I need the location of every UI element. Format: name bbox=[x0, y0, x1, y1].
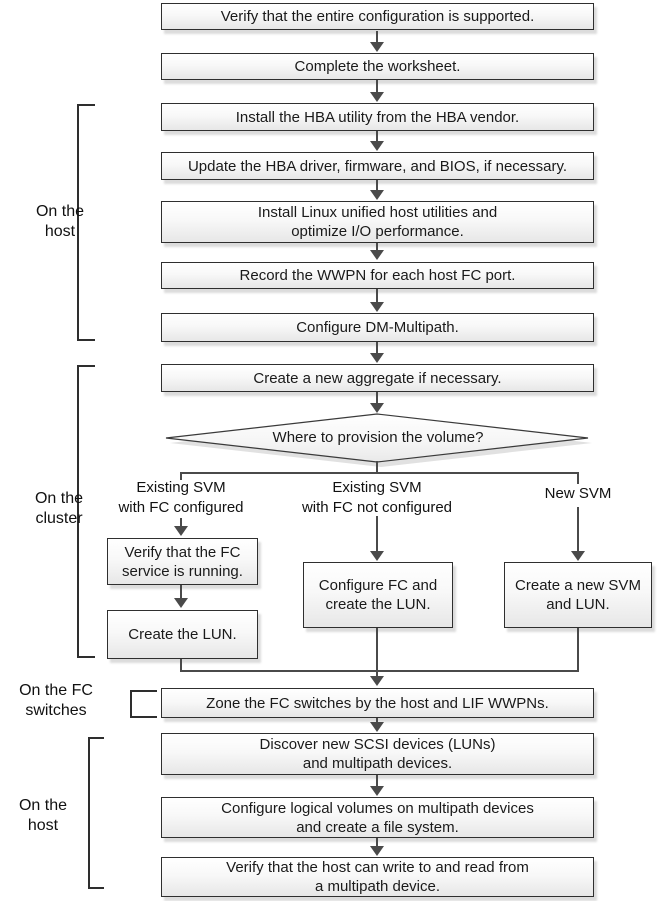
step-install-host-utilities: Install Linux unified host utilities and… bbox=[161, 201, 594, 243]
arrow-shaft bbox=[376, 80, 378, 94]
section-label-host-bottom: On the host bbox=[18, 797, 68, 834]
section-label-fc-switches: On the FC switches bbox=[19, 682, 93, 719]
arrow-shaft bbox=[376, 243, 378, 252]
section-label-host-top: On the host bbox=[35, 203, 85, 240]
arrow-head bbox=[370, 302, 384, 312]
arrow-head bbox=[370, 722, 384, 732]
arrow-shaft bbox=[376, 31, 378, 44]
connector-branch-line bbox=[180, 472, 579, 474]
arrow-head bbox=[370, 846, 384, 856]
step-configure-dm-multipath: Configure DM-Multipath. bbox=[161, 313, 594, 342]
arrow-head bbox=[370, 190, 384, 200]
arrow-shaft bbox=[376, 180, 378, 192]
step-configure-volumes: Configure logical volumes on multipath d… bbox=[161, 797, 594, 838]
section-label-cluster: On the cluster bbox=[34, 490, 84, 527]
arrow-shaft bbox=[376, 670, 378, 677]
connector-merge-mid bbox=[376, 628, 378, 670]
arrow-head bbox=[370, 403, 384, 413]
arrow-shaft bbox=[376, 131, 378, 143]
connector-merge-right bbox=[577, 628, 579, 672]
step-create-svm-lun: Create a new SVM and LUN. bbox=[504, 562, 652, 628]
step-update-hba: Update the HBA driver, firmware, and BIO… bbox=[161, 152, 594, 180]
connector-merge-left bbox=[180, 659, 182, 672]
step-complete-worksheet: Complete the worksheet. bbox=[161, 53, 594, 80]
branch-label-existing-fc: Existing SVM with FC configured bbox=[118, 479, 244, 516]
arrow-head bbox=[571, 551, 585, 561]
step-configure-fc-create-lun: Configure FC and create the LUN. bbox=[303, 562, 453, 628]
arrow-head bbox=[370, 353, 384, 363]
arrow-head bbox=[174, 526, 188, 536]
arrow-head bbox=[370, 676, 384, 686]
arrow-head bbox=[370, 92, 384, 102]
arrow-shaft bbox=[376, 516, 378, 553]
step-verify-config: Verify that the entire configuration is … bbox=[161, 3, 594, 30]
connector-branch-tick-right bbox=[577, 472, 579, 484]
connector-diamond-drop bbox=[376, 461, 378, 474]
branch-label-existing-no-fc: Existing SVM with FC not configured bbox=[301, 479, 453, 516]
arrow-shaft bbox=[376, 289, 378, 304]
step-create-lun: Create the LUN. bbox=[107, 610, 258, 659]
connector-branch-tick-left bbox=[180, 472, 182, 480]
arrow-head bbox=[370, 250, 384, 260]
arrow-shaft bbox=[376, 838, 378, 847]
arrow-head bbox=[370, 551, 384, 561]
bracket-fc-switches bbox=[130, 690, 157, 718]
step-discover-devices: Discover new SCSI devices (LUNs) and mul… bbox=[161, 733, 594, 775]
arrow-shaft bbox=[376, 342, 378, 355]
branch-label-new-svm: New SVM bbox=[544, 485, 612, 502]
arrow-shaft bbox=[577, 507, 579, 553]
arrow-shaft bbox=[376, 718, 378, 724]
arrow-shaft bbox=[376, 392, 378, 405]
step-install-hba-utility: Install the HBA utility from the HBA ven… bbox=[161, 103, 594, 131]
arrow-head bbox=[174, 598, 188, 608]
arrow-shaft bbox=[376, 775, 378, 788]
decision-question: Where to provision the volume? bbox=[272, 429, 484, 446]
arrow-shaft bbox=[180, 585, 182, 599]
arrow-head bbox=[370, 141, 384, 151]
arrow-shaft bbox=[180, 518, 182, 528]
bracket-cluster bbox=[77, 365, 95, 658]
connector-merge-line bbox=[180, 670, 579, 672]
arrow-head bbox=[370, 786, 384, 796]
step-verify-fc-service: Verify that the FC service is running. bbox=[107, 538, 258, 585]
bracket-host-top bbox=[77, 104, 95, 341]
bracket-host-bottom bbox=[88, 737, 104, 889]
step-verify-io: Verify that the host can write to and re… bbox=[161, 857, 594, 897]
step-zone-switches: Zone the FC switches by the host and LIF… bbox=[161, 688, 594, 718]
step-record-wwpn: Record the WWPN for each host FC port. bbox=[161, 262, 594, 289]
step-create-aggregate: Create a new aggregate if necessary. bbox=[161, 364, 594, 392]
arrow-head bbox=[370, 42, 384, 52]
